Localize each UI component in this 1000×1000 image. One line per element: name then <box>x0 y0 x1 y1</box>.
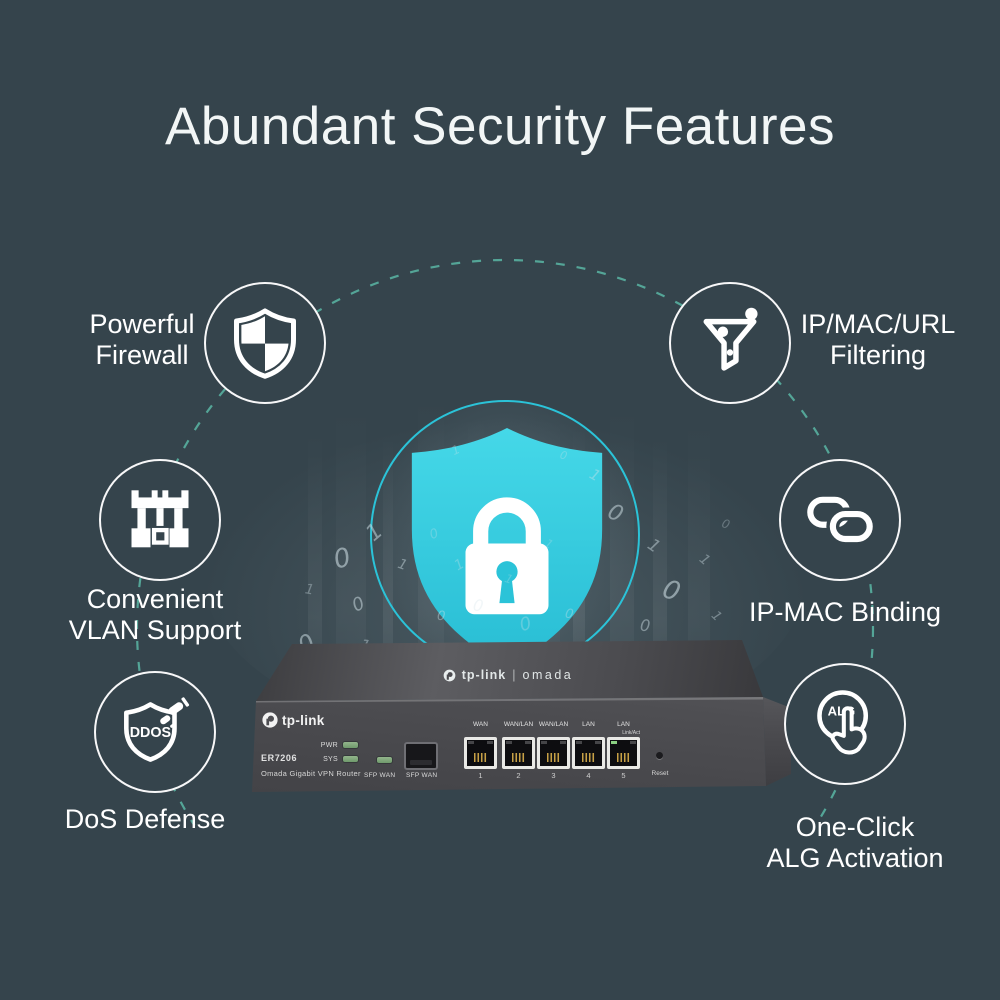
sfp-port-label: SFP WAN <box>406 772 438 779</box>
tp-link-logo-icon <box>443 669 456 681</box>
router-top-brand-left: tp-link <box>461 668 507 682</box>
feature-label-vlan-support: Convenient VLAN Support <box>68 584 242 645</box>
checkered-shield-icon <box>234 308 296 379</box>
dashed-connector-circle <box>136 259 874 825</box>
router-top-brand-sep: | <box>512 668 517 682</box>
shield-lock-icon <box>411 428 603 668</box>
feature-label-powerful-firewall: Powerful Firewall <box>89 309 195 370</box>
feature-icon-vlan-support <box>99 459 221 581</box>
sys-led-row: SYS <box>312 755 359 763</box>
router-product-image: tp-link | omada tp-link ER7206 Omada Gig… <box>248 636 794 802</box>
feature-label-ip-mac-binding: IP-MAC Binding <box>748 597 942 627</box>
feature-icon-one-click-alg: ALG <box>784 663 906 785</box>
vlan-network-icon <box>131 490 189 548</box>
page-title: Abundant Security Features <box>165 97 835 156</box>
alg-click-icon: ALG <box>817 690 869 755</box>
router-brand: tp-link <box>262 712 325 728</box>
ddos-shield-icon: DDOS <box>124 697 190 762</box>
feature-icon-powerful-firewall <box>204 282 326 404</box>
router-top-face: tp-link | omada <box>256 640 763 701</box>
pwr-led-row: PWR <box>312 741 359 749</box>
feature-label-one-click-alg: One-Click ALG Activation <box>766 812 944 873</box>
router-model: ER7206 <box>261 753 298 763</box>
reset-label: Reset <box>651 770 669 777</box>
router-top-brand: tp-link | omada <box>398 668 618 682</box>
router-product-name: Omada Gigabit VPN Router <box>261 769 361 778</box>
sfp-wan-led <box>376 756 393 764</box>
sfp-led-label: SFP WAN <box>364 772 396 779</box>
feature-icon-ip-mac-binding <box>779 459 901 581</box>
central-security-emblem <box>370 400 640 670</box>
feature-icon-ip-mac-url-filtering <box>669 282 791 404</box>
tp-link-logo-icon <box>262 712 278 728</box>
feature-icon-dos-defense: DDOS <box>94 671 216 793</box>
sys-led <box>342 755 359 763</box>
svg-text:DDOS: DDOS <box>130 725 171 741</box>
funnel-filter-icon <box>703 307 758 371</box>
router-top-brand-right: omada <box>522 668 574 682</box>
feature-label-dos-defense: DoS Defense <box>64 804 226 834</box>
router-front-panel: tp-link ER7206 Omada Gigabit VPN Router … <box>252 697 766 792</box>
feature-label-ip-mac-url-filtering: IP/MAC/URL Filtering <box>800 309 956 370</box>
sfp-port <box>404 742 438 770</box>
pwr-led <box>342 741 359 749</box>
reset-button <box>656 752 663 759</box>
chain-link-icon <box>807 496 877 546</box>
